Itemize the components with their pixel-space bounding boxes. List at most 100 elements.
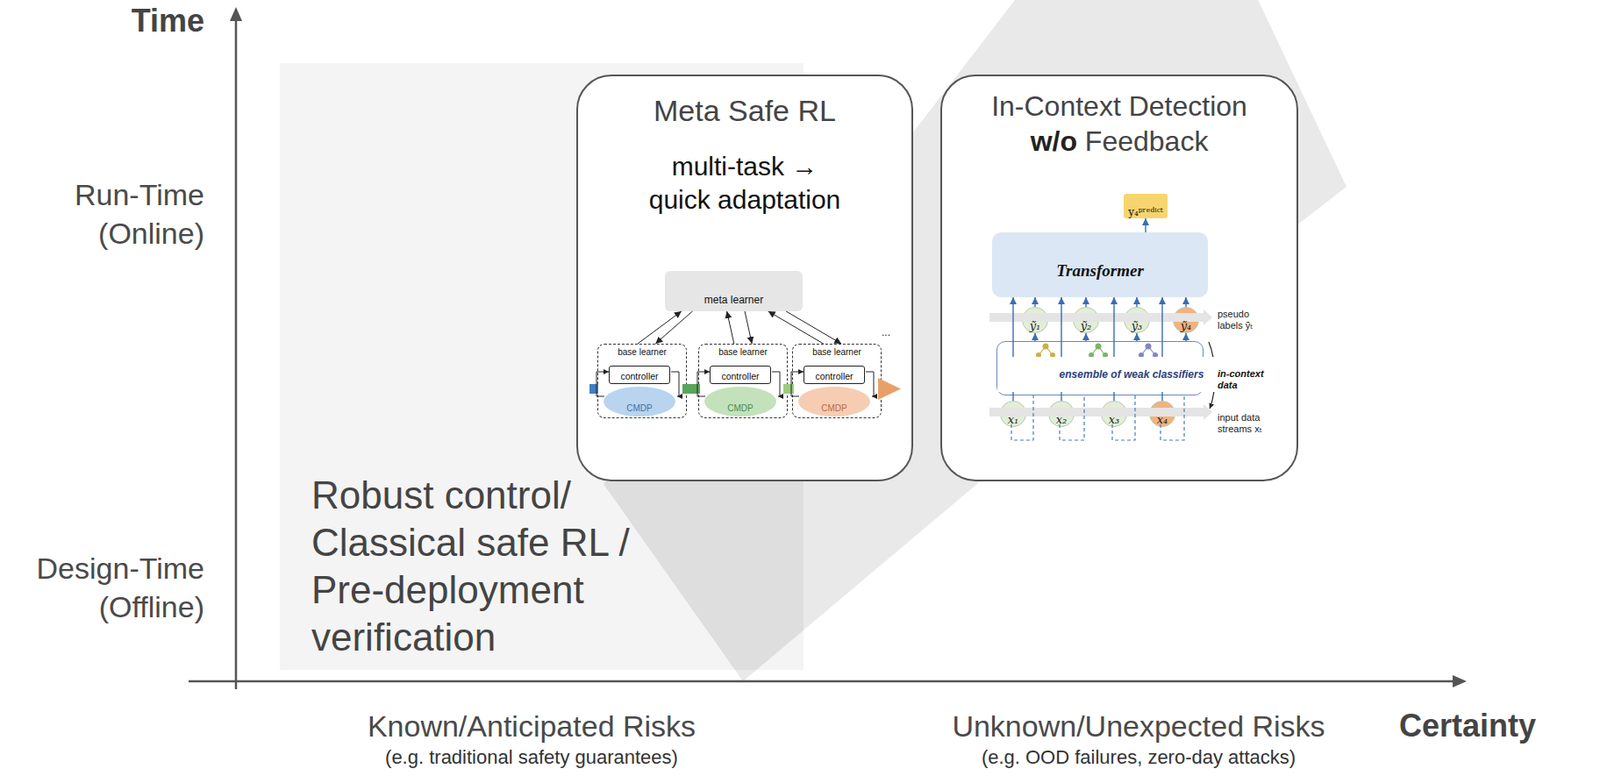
- connector: [1185, 333, 1186, 342]
- drawing-part: [697, 371, 780, 397]
- annotation: in-context data: [1217, 368, 1269, 392]
- node-text: Transformer: [992, 253, 1208, 289]
- connector: [1161, 297, 1163, 401]
- title-word: Feedback: [1085, 125, 1209, 158]
- node-text: meta learner: [704, 283, 764, 317]
- dashed-feed: [1059, 394, 1085, 441]
- drawing-part: [791, 371, 874, 397]
- task-band: [878, 378, 901, 400]
- context-arrow: [1208, 342, 1215, 409]
- axis-note: (e.g. OOD failures, zero-day attacks): [919, 745, 1358, 771]
- connector: [1135, 297, 1137, 308]
- label-holder: Time: [105, 1, 205, 41]
- label-holder: in-context data: [1217, 368, 1269, 392]
- node-text: ỹ₃: [1124, 308, 1150, 344]
- connector: [768, 311, 824, 344]
- time-axis: [235, 19, 238, 690]
- stream-band: [989, 407, 1204, 417]
- node-text: x₁: [1000, 402, 1026, 438]
- node-text: multi-task → quick adaptation: [642, 150, 848, 217]
- dashed-feed: [1112, 394, 1136, 441]
- stream-band: [989, 313, 1204, 322]
- dashed-feed: [1011, 394, 1034, 441]
- certainty-axis: [188, 680, 1457, 684]
- connector: [1060, 297, 1062, 401]
- axis-note: (e.g. traditional safety guarantees): [312, 745, 751, 771]
- node-text: CMDP: [821, 403, 847, 415]
- connector: [1034, 297, 1036, 308]
- stream-band: [1203, 309, 1213, 326]
- node-text: base learner: [792, 347, 881, 358]
- input-circle: x₃: [1100, 400, 1128, 428]
- node-text: Meta Safe RL: [578, 93, 912, 128]
- node-text: x₂: [1049, 402, 1074, 438]
- pseudo-label-circle: ỹ₃: [1123, 307, 1150, 334]
- connector: [1085, 297, 1086, 308]
- pseudo-label-circle: ỹ₂: [1072, 307, 1100, 334]
- node-text: CMDP: [727, 403, 753, 415]
- base-learner-box: base learner controllerCMDP: [597, 343, 687, 419]
- pseudo-label-circle: ỹ₄: [1172, 307, 1200, 334]
- label-holder: (e.g. OOD failures, zero-day attacks): [919, 745, 1358, 771]
- node-text: CMDP: [626, 403, 652, 415]
- drawing-part: [1135, 343, 1161, 367]
- controller-box: controller: [608, 365, 671, 385]
- node-text: In-Context Detection w/o Feedback: [987, 88, 1251, 159]
- label-holder: Design-Time (Offline): [17, 549, 205, 627]
- prediction-box: y₄ᵖʳᵉᵈⁱᶜᵗ: [1123, 193, 1168, 219]
- label-holder: input data streams xₜ: [1217, 412, 1274, 436]
- axis-tick-label: Design-Time (Offline): [17, 549, 205, 627]
- label-holder: pseudo labels ỹₜ: [1217, 308, 1269, 332]
- connector: [727, 311, 735, 344]
- node-text: Robust control/ Classical safe RL / Pre-…: [311, 471, 680, 662]
- drawing-part: [1085, 343, 1111, 367]
- connector: [1012, 297, 1014, 401]
- label-holder: Known/Anticipated Risks: [312, 707, 751, 746]
- input-circle: x₄: [1149, 400, 1176, 428]
- annotation: pseudo labels ỹₜ: [1217, 308, 1269, 332]
- node-text: controller: [721, 371, 759, 382]
- node-text: base learner: [699, 347, 787, 358]
- axis-title: Certainty: [1399, 707, 1536, 746]
- connector: [1185, 297, 1186, 308]
- cmdp-blob: CMDP: [704, 386, 777, 417]
- controller-box: controller: [803, 365, 865, 385]
- title-word: In-Context: [991, 90, 1122, 122]
- connector: [1135, 333, 1137, 342]
- input-circle: x₂: [1048, 400, 1075, 428]
- title-word: Detection: [1128, 90, 1248, 122]
- base-learner-box: base learner controllerCMDP: [698, 343, 788, 419]
- label-holder: ...: [881, 326, 891, 339]
- node-text: y₄ᵖʳᵉᵈⁱᶜᵗ: [1123, 194, 1168, 230]
- base-learner-box: base learner controllerCMDP: [792, 343, 882, 419]
- connector: [655, 311, 693, 344]
- connector: [1034, 333, 1036, 342]
- connector: [1113, 297, 1115, 401]
- node-text: base learner: [598, 347, 686, 358]
- drawing-part: [1032, 343, 1058, 367]
- node-text: ỹ₂: [1073, 308, 1099, 344]
- node-text: controller: [620, 371, 658, 382]
- cmdp-blob: CMDP: [798, 386, 871, 417]
- axis-arrowhead: [229, 7, 243, 22]
- title-word: w/o: [1030, 125, 1078, 158]
- axis-tick-label: Known/Anticipated Risks: [312, 707, 751, 746]
- connector: [785, 311, 842, 344]
- meta-learner-box: meta learner: [664, 271, 803, 312]
- axis-title: Time: [105, 1, 205, 41]
- annotation: input data streams xₜ: [1217, 412, 1274, 436]
- method-panel: Meta Safe RL multi-task → quick adaptatio…: [576, 74, 914, 482]
- label-holder: Unknown/Unexpected Risks: [919, 707, 1358, 746]
- axis-tick-label: Unknown/Unexpected Risks: [919, 707, 1358, 746]
- connector: [744, 311, 752, 344]
- pseudo-label-circle: ỹ₁: [1021, 307, 1049, 334]
- axis-tick-label: Run-Time (Online): [17, 175, 205, 253]
- input-circle: x₁: [1000, 400, 1027, 428]
- label-holder: Run-Time (Online): [17, 175, 205, 253]
- ellipsis-mark: ...: [881, 326, 891, 339]
- task-band: [783, 384, 794, 394]
- cmdp-blob: CMDP: [603, 386, 676, 417]
- transformer-box: Transformer: [992, 232, 1208, 298]
- label-holder: Certainty: [1399, 707, 1536, 746]
- connector: [1085, 333, 1086, 342]
